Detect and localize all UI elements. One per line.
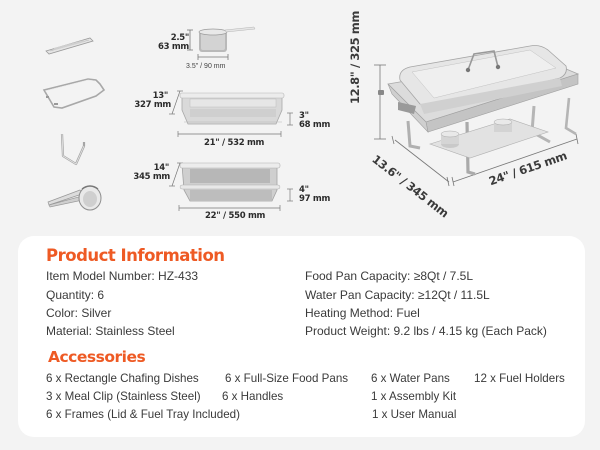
accessory-item: 6 x Frames (Lid & Fuel Tray Included) (46, 408, 240, 421)
spec-color: Color: Silver (46, 306, 112, 320)
spec-water-pan-capacity: Water Pan Capacity: ≥12Qt / 11.5L (305, 288, 490, 302)
water-pan-depth-in: 14" (153, 163, 170, 173)
spec-material: Material: Stainless Steel (46, 324, 175, 338)
fuel-holder-icon (187, 26, 256, 60)
water-pan-height-mm: 97 mm (299, 194, 331, 204)
accessory-item: 12 x Fuel Holders (474, 372, 565, 385)
accessory-item: 1 x Assembly Kit (371, 390, 457, 403)
accessory-item: 1 x User Manual (372, 408, 457, 421)
accessory-item: 6 x Rectangle Chafing Dishes (46, 372, 199, 385)
spec-model-number: Item Model Number: HZ-433 (46, 269, 199, 283)
food-pan-height-in: 3" (299, 111, 309, 121)
food-pan-depth-in: 13" (152, 91, 169, 101)
accessory-item: 3 x Meal Clip (Stainless Steel) (46, 390, 201, 403)
handle-icon (45, 37, 94, 55)
accessory-item: 6 x Full-Size Food Pans (225, 372, 349, 385)
fuel-holder-width: 3.5" / 90 mm (186, 63, 226, 70)
product-info-card: Product Information Item Model Number: H… (18, 236, 585, 437)
water-pan-depth-mm: 345 mm (133, 172, 170, 182)
spec-heating-method: Heating Method: Fuel (305, 306, 420, 320)
accessory-item: 6 x Water Pans (371, 372, 450, 385)
water-pan-icon (169, 162, 293, 211)
water-pan-width: 22" / 550 mm (205, 211, 266, 221)
food-pan-depth-mm: 327 mm (134, 100, 171, 110)
chafing-dish-icon (374, 45, 580, 187)
frame-icon (42, 78, 106, 109)
water-pan-height-in: 4" (299, 185, 309, 195)
tongs-icon (47, 185, 102, 211)
accessory-item: 6 x Handles (222, 390, 284, 403)
fuel-holder-height-in: 2.5" (170, 33, 190, 43)
product-diagram: 2.5" 63 mm 3.5" / 90 mm 13" 327 mm 3" 68… (42, 11, 580, 221)
chafing-dish-height: 12.8" / 325 mm (348, 11, 362, 104)
spec-food-pan-capacity: Food Pan Capacity: ≥8Qt / 7.5L (305, 269, 474, 283)
product-info-title: Product Information (46, 246, 225, 265)
food-pan-height-mm: 68 mm (299, 120, 331, 130)
fuel-holder-height-mm: 63 mm (157, 42, 189, 52)
food-pan-icon (169, 90, 293, 137)
accessories-title: Accessories (48, 348, 146, 366)
food-pan-width: 21" / 532 mm (204, 138, 265, 148)
spec-quantity: Quantity: 6 (46, 288, 105, 302)
clip-icon (60, 133, 86, 166)
spec-product-weight: Product Weight: 9.2 lbs / 4.15 kg (Each … (305, 324, 547, 338)
